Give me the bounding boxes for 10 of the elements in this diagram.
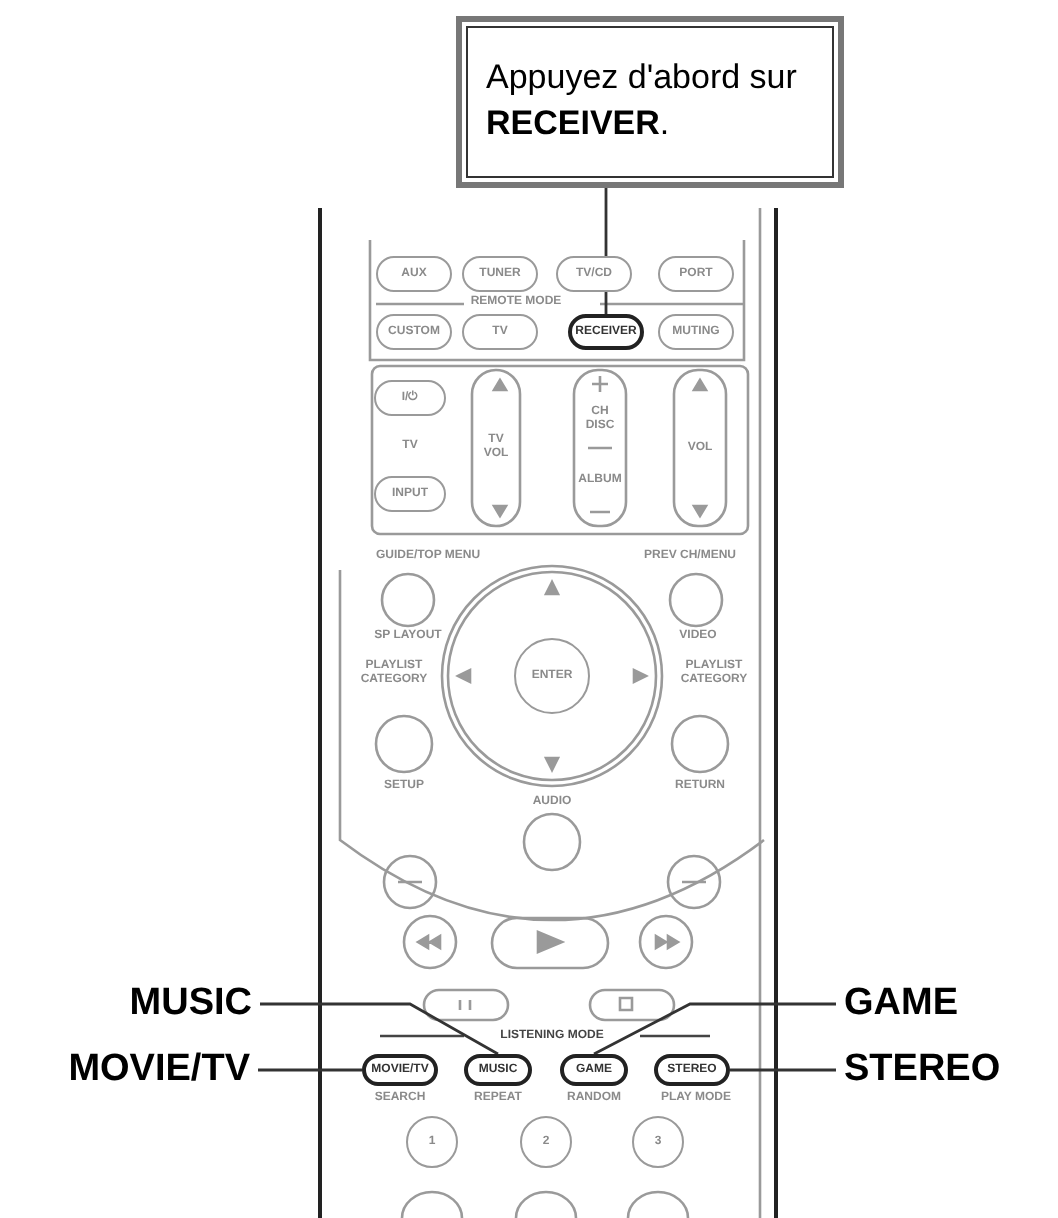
button-name: MUSIC xyxy=(60,980,252,1028)
leader-line xyxy=(730,1068,836,1072)
button-name: MOVIE/TV xyxy=(8,1046,250,1094)
instruction-text: Appuyez d'abord sur RECEIVER. xyxy=(486,56,799,146)
callout-box xyxy=(456,16,844,188)
leader-line xyxy=(593,1002,836,1056)
leader-line xyxy=(258,1068,362,1072)
button-name: GAME xyxy=(844,980,1024,1028)
leader-line xyxy=(260,1002,499,1056)
button-name: STEREO xyxy=(844,1046,1052,1094)
